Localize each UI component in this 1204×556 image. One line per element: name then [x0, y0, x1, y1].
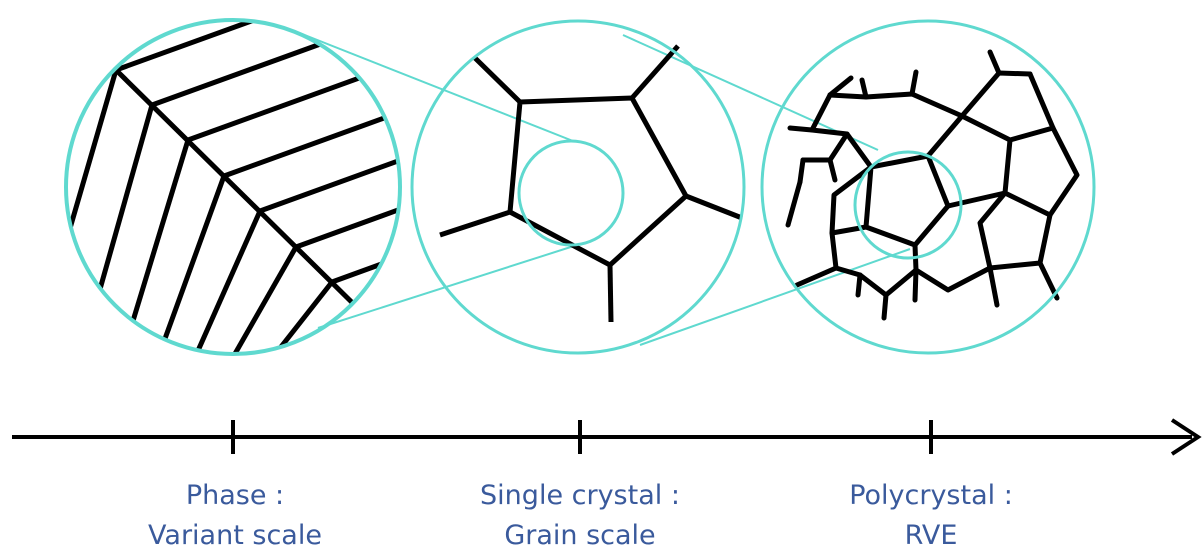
- phase-scale-label: Phase : Variant scale: [85, 476, 385, 556]
- phase-label-line2: Variant scale: [148, 520, 322, 551]
- connector-phase-top: [291, 29, 574, 142]
- connector-single-bottom: [639, 248, 911, 346]
- variant-scale-circle: [64, 18, 402, 356]
- connector-phase-bottom: [317, 244, 578, 329]
- single-crystal-label-line2: Grain scale: [504, 520, 656, 551]
- polycrystal-boundaries: [785, 49, 1080, 321]
- variant-scale-view: [64, 18, 402, 356]
- rve-zoom-region: [853, 150, 963, 260]
- single-crystal-label-line1: Single crystal :: [480, 480, 680, 511]
- polycrystal-label-line1: Polycrystal :: [849, 480, 1013, 511]
- polycrystal-scale-label: Polycrystal : RVE: [781, 476, 1081, 556]
- grain-scale-circle: [410, 19, 746, 355]
- zoom-connectors: [291, 29, 911, 346]
- phase-label-line1: Phase :: [185, 480, 285, 511]
- rve-scale-circle: [760, 19, 1096, 355]
- grain-boundaries: [439, 44, 743, 323]
- polycrystal-label-line2: RVE: [904, 520, 958, 551]
- rve-scale-view: [760, 19, 1096, 355]
- scale-axis: [12, 418, 1202, 456]
- grain-zoom-region: [517, 139, 625, 247]
- single-crystal-scale-label: Single crystal : Grain scale: [430, 476, 730, 556]
- grain-scale-view: [410, 19, 746, 355]
- scale-axis-arrowhead: [1170, 418, 1202, 456]
- variant-lamellae: [66, 20, 400, 354]
